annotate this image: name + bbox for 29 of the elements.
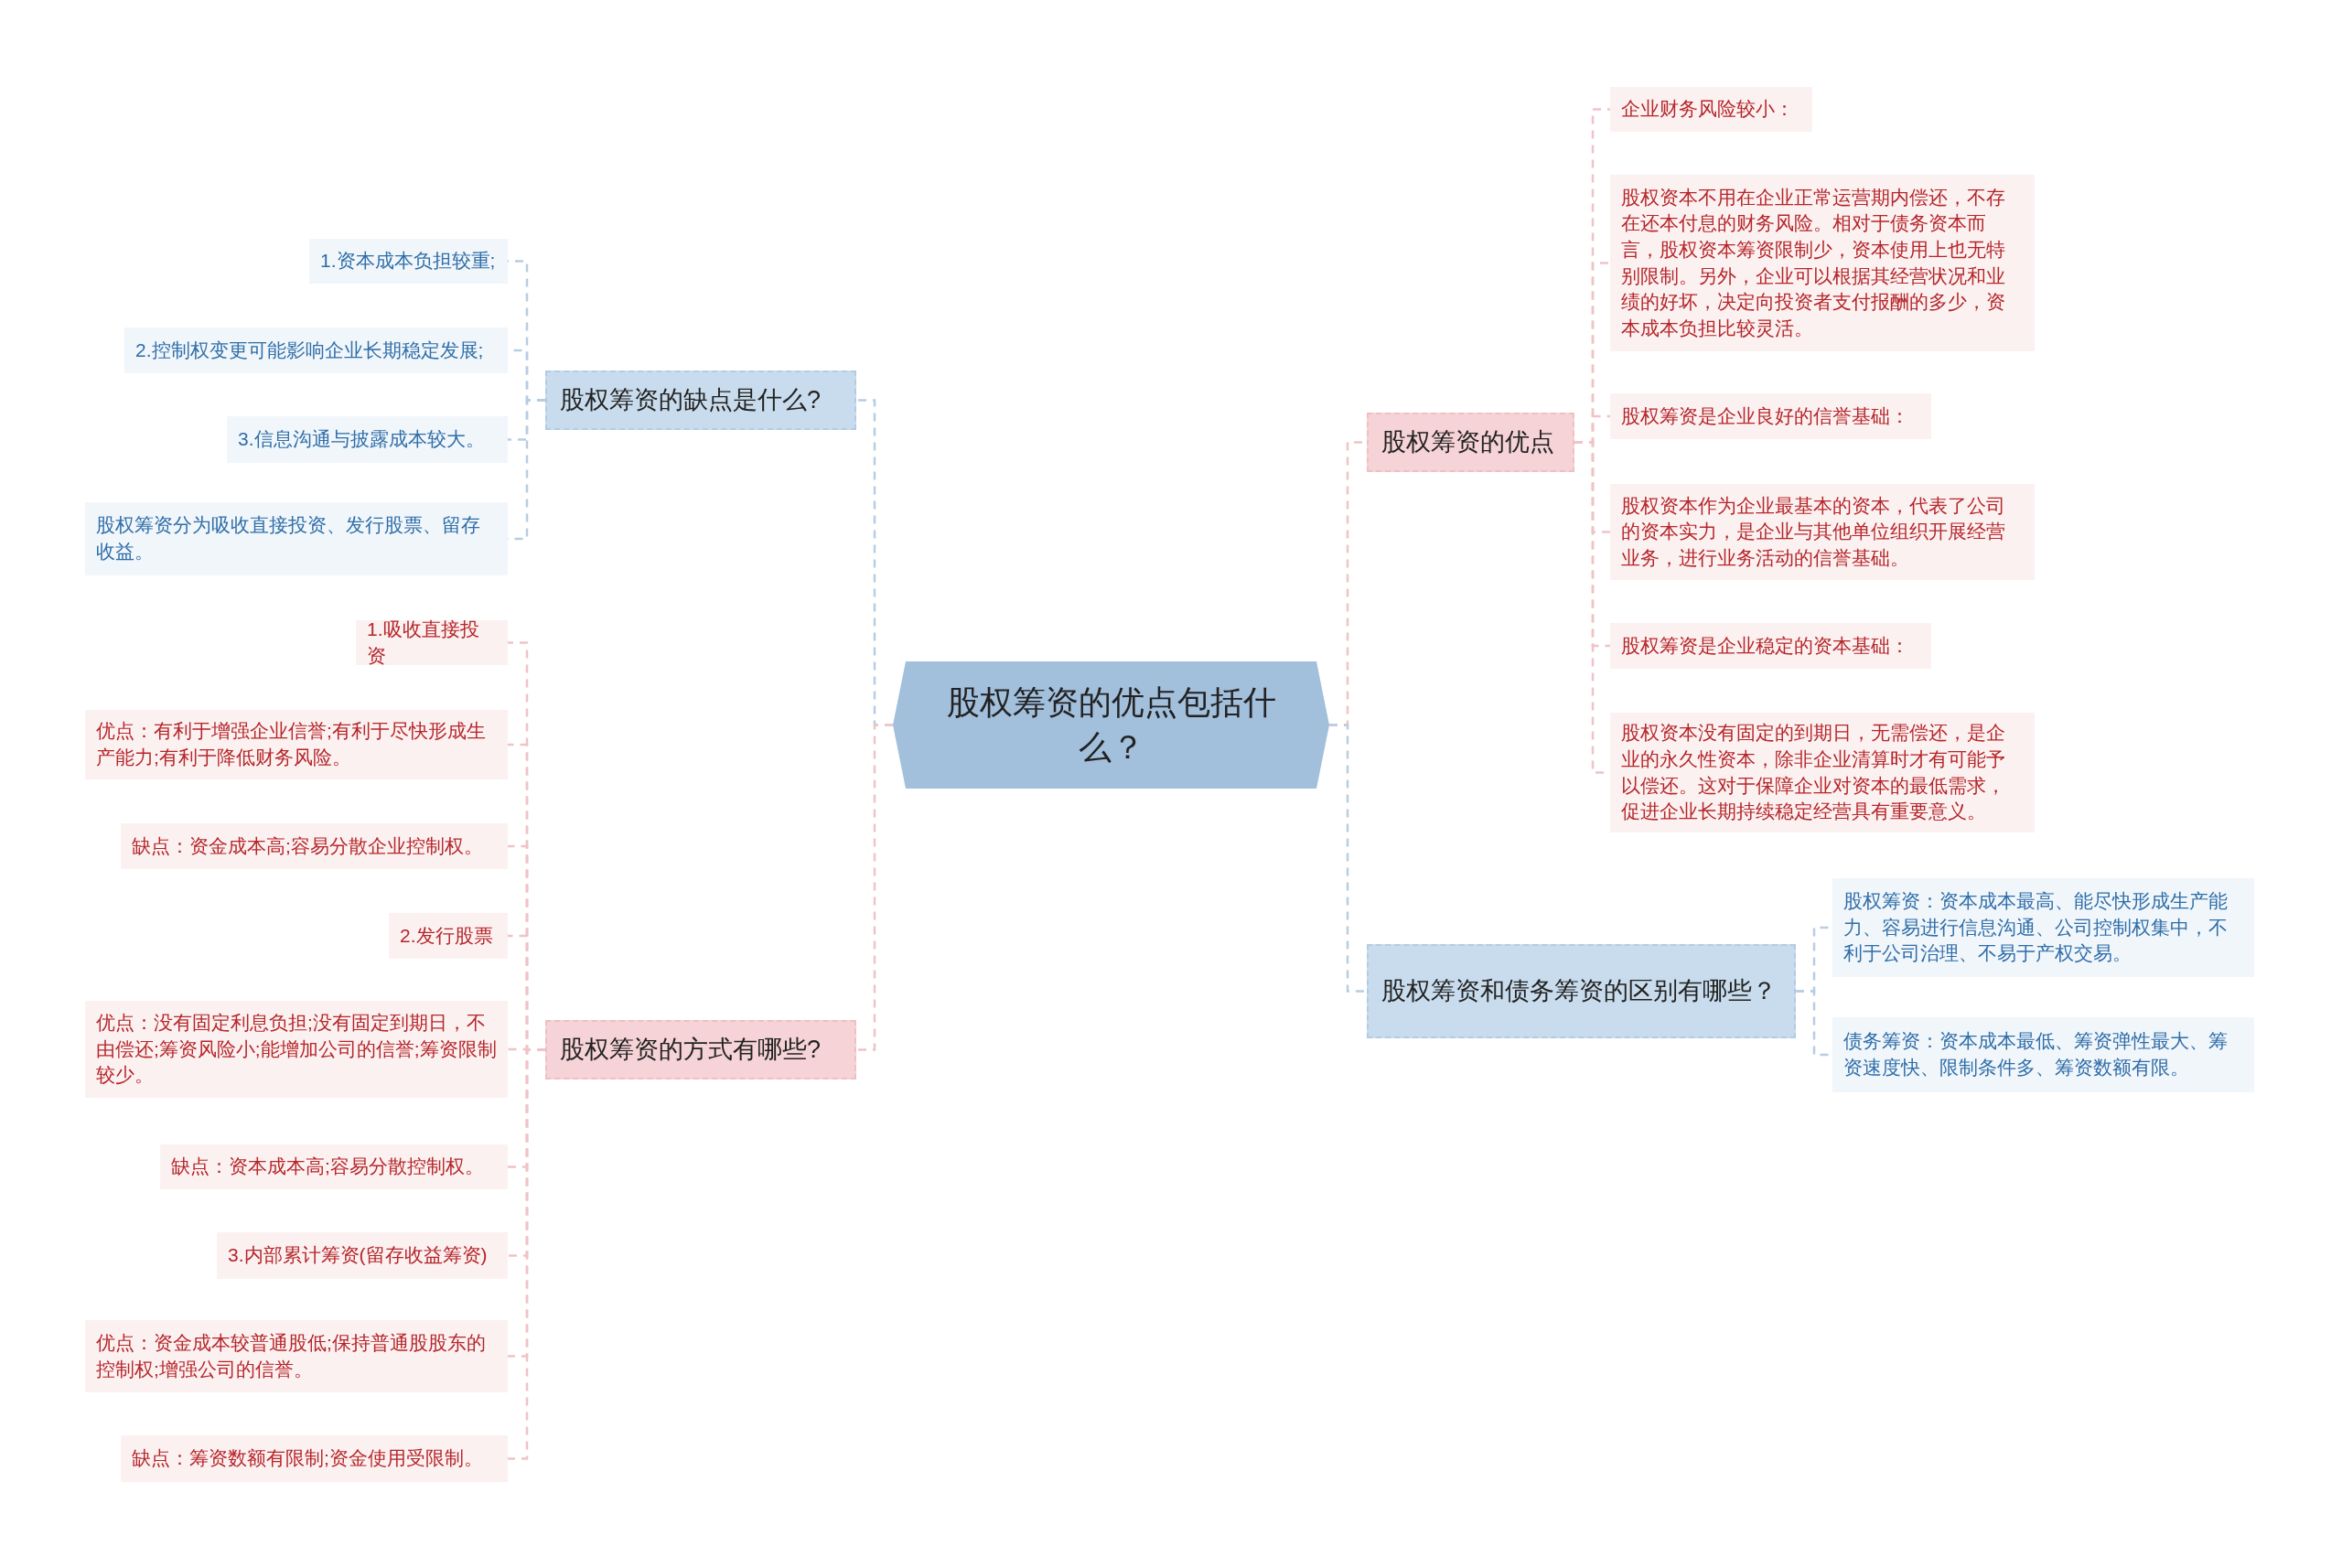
subtopic-box: 股权筹资是企业良好的信誉基础：: [1610, 393, 1931, 439]
subtopic-box: 股权资本作为企业最基本的资本，代表了公司的资本实力，是企业与其他单位组织开展经营业务，进行业务活动的信誉基础。: [1610, 484, 2035, 580]
central-topic: 股权筹资的优点包括什么？: [893, 661, 1329, 789]
subtopic-box: 1.资本成本负担较重;: [309, 239, 508, 284]
subtopic-box: 2.控制权变更可能影响企业长期稳定发展;: [124, 328, 508, 373]
subtopic-box: 3.信息沟通与披露成本较大。: [227, 416, 508, 463]
subtopic-box: 债务筹资：资本成本最低、筹资弹性最大、筹资速度快、限制条件多、筹资数额有限。: [1832, 1017, 2254, 1092]
subtopic-box: 企业财务风险较小：: [1610, 87, 1812, 132]
subtopic-box: 3.内部累计筹资(留存收益筹资): [217, 1232, 508, 1279]
topic-box: 股权筹资的缺点是什么?: [545, 371, 856, 430]
subtopic-box: 缺点：筹资数额有限制;资金使用受限制。: [121, 1435, 508, 1482]
subtopic-box: 缺点：资金成本高;容易分散企业控制权。: [121, 823, 508, 869]
subtopic-box: 股权筹资是企业稳定的资本基础：: [1610, 623, 1931, 669]
connector-line: [508, 1048, 545, 1460]
subtopic-box: 股权资本不用在企业正常运营期内偿还，不存在还本付息的财务风险。相对于债务资本而言，股权资本筹资限制少，资本使用上也无特别限制。另外，企业可以根据其经营状况和业绩的好坏，决定向投资者支付报酬的多少，资本成本负担比较灵活。: [1610, 175, 2035, 351]
subtopic-box: 股权资本没有固定的到期日，无需偿还，是企业的永久性资本，除非企业清算时才有可能予以偿还。这对于保障企业对资本的最低需求，促进企业长期持续稳定经营具有重要意义。: [1610, 713, 2035, 832]
subtopic-box: 优点：有利于增强企业信誉;有利于尽快形成生产能力;有利于降低财务风险。: [85, 710, 508, 779]
topic-box: 股权筹资的优点: [1367, 413, 1574, 472]
subtopic-box: 1.吸收直接投资: [356, 620, 508, 665]
subtopic-box: 股权筹资：资本成本最高、能尽快形成生产能力、容易进行信息沟通、公司控制权集中，不利于公司治理、不易于产权交易。: [1832, 878, 2254, 977]
subtopic-box: 缺点：资本成本高;容易分散控制权。: [160, 1144, 508, 1189]
subtopic-box: 2.发行股票: [389, 913, 508, 959]
connector-line: [1329, 724, 1367, 993]
subtopic-box: 优点：没有固定利息负担;没有固定到期日，不由偿还;筹资风险小;能增加公司的信誉;筹资限制较少。: [85, 1001, 508, 1098]
subtopic-box: 股权筹资分为吸收直接投资、发行股票、留存收益。: [85, 502, 508, 575]
connector-line: [856, 724, 893, 1051]
topic-box: 股权筹资和债务筹资的区别有哪些？: [1367, 944, 1796, 1038]
subtopic-box: 优点：资金成本较普通股低;保持普通股股东的控制权;增强公司的信誉。: [85, 1320, 508, 1392]
topic-box: 股权筹资的方式有哪些?: [545, 1020, 856, 1079]
